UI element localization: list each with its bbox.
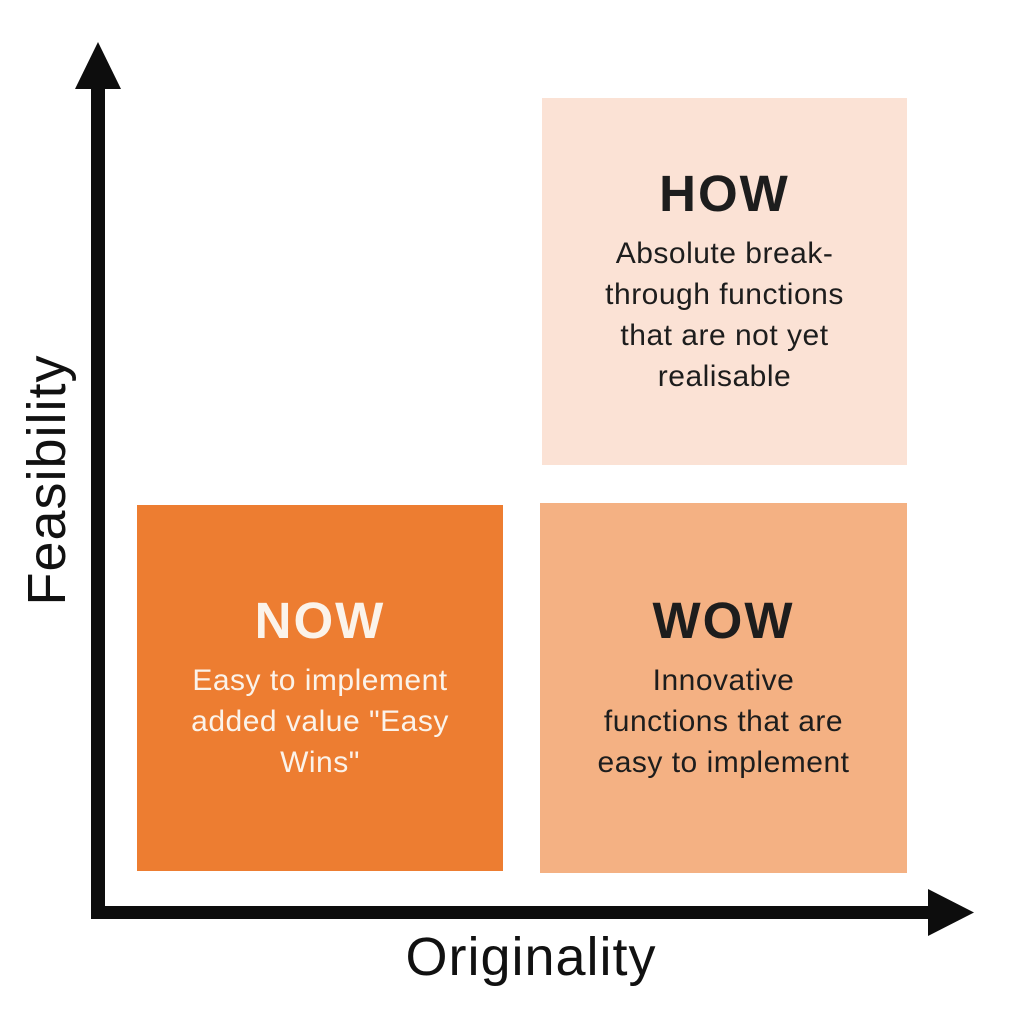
quadrant-how-description-line: through functions (605, 277, 844, 311)
quadrant-now: NOW Easy to implement added value "Easy … (137, 505, 503, 871)
quadrant-wow: WOW Innovative functions that are easy t… (540, 503, 907, 873)
quadrant-wow-title: WOW (652, 592, 795, 650)
quadrant-how: HOW Absolute break- through functions th… (542, 98, 907, 465)
quadrant-how-description-line: that are not yet (620, 318, 829, 352)
quadrant-wow-description-line: Innovative (652, 663, 795, 697)
x-axis-label: Originality (405, 927, 657, 987)
quadrant-now-title: NOW (254, 592, 386, 650)
y-axis-line (91, 80, 105, 919)
arrow-right-icon (928, 889, 974, 936)
quadrant-now-description-line: Easy to implement (192, 663, 448, 697)
x-axis-line (91, 906, 936, 919)
quadrant-how-title: HOW (659, 165, 790, 223)
quadrant-now-description-line: added value "Easy (191, 704, 449, 738)
quadrant-wow-description-line: functions that are (603, 704, 844, 738)
quadrant-wow-description-line: easy to implement (597, 745, 850, 779)
quadrant-how-description-line: realisable (657, 359, 792, 393)
quadrant-how-description-line: Absolute break- (615, 236, 834, 270)
y-axis-label: Feasibility (17, 354, 77, 606)
arrow-up-icon (75, 42, 121, 89)
quadrant-now-description-line: Wins" (280, 745, 360, 779)
